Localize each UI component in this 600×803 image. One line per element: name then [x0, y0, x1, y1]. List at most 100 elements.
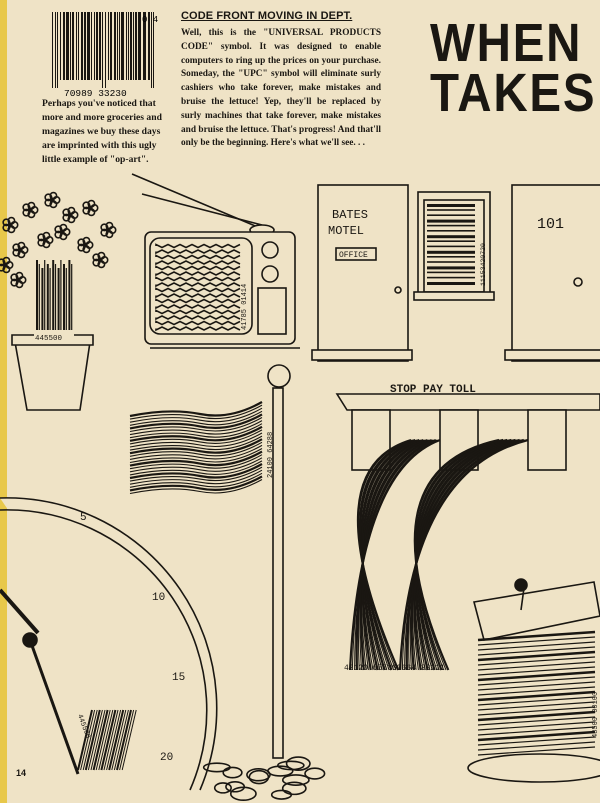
clock-barcode-bar [111, 709, 127, 771]
stem-bar [54, 264, 57, 330]
barcode-flower-plant [0, 191, 117, 411]
flower-center [7, 222, 13, 228]
window-blind-bar [427, 276, 475, 279]
clock-barcode-bar [121, 709, 137, 771]
plant-code: 445500 [35, 335, 63, 343]
toll-stream-left [360, 439, 419, 671]
flower-petal [10, 273, 19, 282]
pebble [222, 766, 243, 779]
window-blind-bar [427, 235, 475, 239]
barcode-bar [105, 12, 106, 88]
barcode-bar [117, 12, 118, 80]
window-blind-bar [427, 219, 475, 223]
clock-numeral-10: 10 [152, 592, 165, 604]
clock-barcode-bar [84, 709, 101, 771]
toll-stream-left [348, 438, 441, 671]
barcode-bar [148, 12, 150, 80]
barcode-bar [72, 12, 74, 80]
toll-stream-right [412, 439, 519, 671]
headline: WHEN TAKES [430, 13, 597, 123]
flower-petal [12, 248, 21, 257]
clock-numeral-20: 20 [160, 752, 173, 764]
barcode-bar [87, 12, 90, 80]
flower-center [105, 227, 111, 233]
tv-scanline [155, 265, 241, 271]
sandwich-layer [477, 676, 596, 686]
flag-stripe [129, 457, 263, 473]
sandwich-layer [477, 706, 596, 716]
flower-petal [54, 225, 63, 234]
toll-stream-left [361, 439, 423, 671]
flag-stripe [129, 444, 263, 460]
window-blind-bar [427, 230, 475, 232]
tv-scanline [155, 276, 241, 282]
toll-stream-right [414, 438, 504, 671]
toll-stream-left [361, 438, 424, 671]
window-blind-bar [427, 214, 475, 216]
flag-stripe [129, 410, 263, 426]
barcode-bar [151, 12, 152, 88]
sandwich-layer [477, 736, 596, 746]
toll-stream-left [361, 438, 428, 671]
sandwich-layer [477, 656, 596, 666]
tv-scanline [155, 309, 241, 315]
sandwich-layer [477, 730, 596, 742]
tv-scanline [155, 293, 241, 299]
tv-scanline [155, 320, 241, 326]
sandwich-layer [477, 741, 596, 751]
toll-stream-right [410, 438, 520, 671]
flag-stripe [129, 463, 263, 480]
toll-booth [335, 393, 600, 671]
barcode-bar [102, 12, 103, 88]
flag-code: 24100 64288 [267, 432, 275, 478]
flower-center [87, 205, 93, 211]
flag-stripe [129, 417, 263, 433]
flower-center [49, 197, 55, 203]
clock-barcode-bar [119, 709, 135, 771]
flower-petal [2, 218, 11, 227]
stem-bar [52, 260, 55, 330]
flag-stripe [129, 432, 263, 448]
pebble [229, 786, 257, 801]
sandwich-layer [477, 696, 596, 706]
toll-stream-right [413, 438, 516, 671]
flower-petal [0, 263, 6, 272]
sandwich-layer [477, 630, 596, 642]
flower-petal [62, 208, 71, 217]
barcode-bar [130, 12, 132, 80]
pebble [281, 781, 307, 796]
flower-petal [100, 228, 109, 237]
stem-bar [65, 268, 67, 330]
barcode-bar [126, 12, 127, 80]
tv-code: 41785 01414 [241, 284, 249, 330]
window-blind-bar [427, 256, 475, 258]
stem-bar [38, 264, 40, 330]
window-blind-bar [427, 282, 475, 285]
clock-numeral-15: 15 [172, 672, 185, 684]
flower-petal [0, 258, 6, 267]
window-blind-bar [427, 261, 475, 263]
sandwich-layer [477, 650, 596, 662]
pebble [248, 769, 270, 785]
tv-scanline [155, 287, 241, 293]
sandwich-code: 48500 00100 [592, 692, 600, 738]
flag-stripe [129, 448, 263, 464]
pebble-path [202, 756, 326, 801]
flower-petal [10, 278, 19, 287]
flower-petal [44, 193, 53, 202]
toll-stream-right [398, 438, 529, 671]
toll-stream-left [356, 438, 412, 671]
sandwich-layer [477, 721, 596, 731]
toll-code-right: 00664 32211 [392, 664, 445, 673]
page-edge-stripe [0, 0, 7, 803]
flag-stripe [129, 460, 263, 476]
tv-scanline [155, 282, 241, 288]
clock-barcode-bar [108, 709, 125, 771]
flower-petal [82, 206, 91, 215]
flower-petal [37, 233, 46, 242]
clock-barcode-bar [90, 709, 106, 771]
flower-petal [100, 223, 109, 232]
barcode-bar [128, 12, 129, 80]
toll-stream-left [359, 439, 414, 671]
stem-bar [41, 268, 44, 330]
